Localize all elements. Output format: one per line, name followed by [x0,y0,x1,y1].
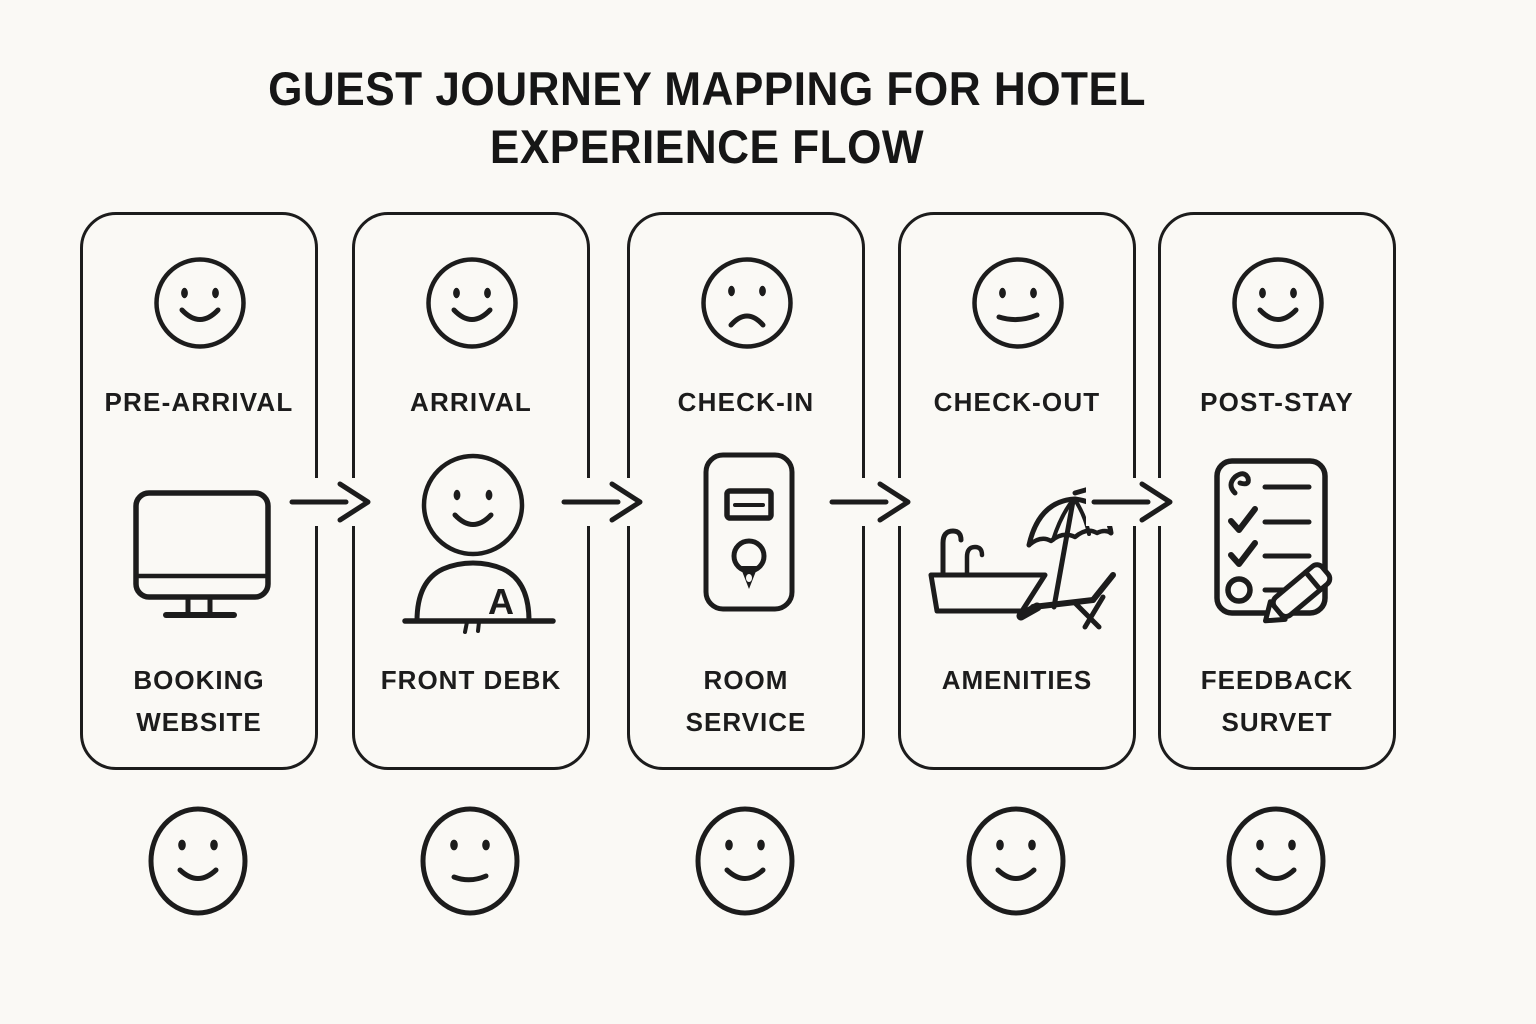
sad-face-icon [701,257,793,349]
front-desk-agent-icon: A [402,453,556,634]
stage-sublabel: ROOM SERVICE [685,665,807,737]
slight-smile-face-icon [972,257,1064,349]
happy-face-icon [426,257,518,349]
arrow-right-icon [824,478,914,526]
happy-face-icon [1226,806,1326,916]
arrow-right-icon [284,478,374,526]
happy-face-icon [148,806,248,916]
stage-label: CHECK-IN [677,387,815,417]
diagram-title-line2: EXPERIENCE FLOW [489,120,925,173]
happy-face-icon [695,806,795,916]
bathtub-beach-umbrella-icon [928,486,1116,630]
stage-card-post-stay: POST-STAY FEEDBACK SURVET [1158,212,1396,770]
happy-face-icon [1232,257,1324,349]
stage-label: PRE-ARRIVAL [104,387,294,417]
arrow-right-icon [556,478,646,526]
stage-label: POST-STAY [1200,387,1354,417]
diagram-title: GUEST JOURNEY MAPPING FOR HOTEL EXPERIEN… [42,60,1371,176]
neutral-face-icon [420,806,520,916]
door-hanger-keyhole-icon [703,452,795,612]
stage-sublabel: FRONT DEBK [380,665,562,695]
arrow-right-icon [1086,478,1176,526]
feedback-checklist-pencil-icon [1214,458,1333,624]
svg-text:A: A [488,581,514,622]
stage-sublabel: BOOKING WEBSITE [133,665,265,737]
desktop-monitor-icon [133,490,271,618]
stage-card-check-in: CHECK-IN ROOM SERVICE [627,212,865,770]
stage-sublabel: AMENITIES [941,665,1093,695]
stage-sublabel: FEEDBACK SURVET [1200,665,1354,737]
stage-card-arrival: ARRIVAL A FRONT DEBK [352,212,590,770]
diagram-title-line1: GUEST JOURNEY MAPPING FOR HOTEL [268,62,1146,115]
happy-face-icon [154,257,246,349]
stage-card-pre-arrival: PRE-ARRIVAL BOOKING WEBSITE [80,212,318,770]
happy-face-icon [966,806,1066,916]
stage-label: CHECK-OUT [933,387,1101,417]
stage-label: ARRIVAL [409,387,533,417]
